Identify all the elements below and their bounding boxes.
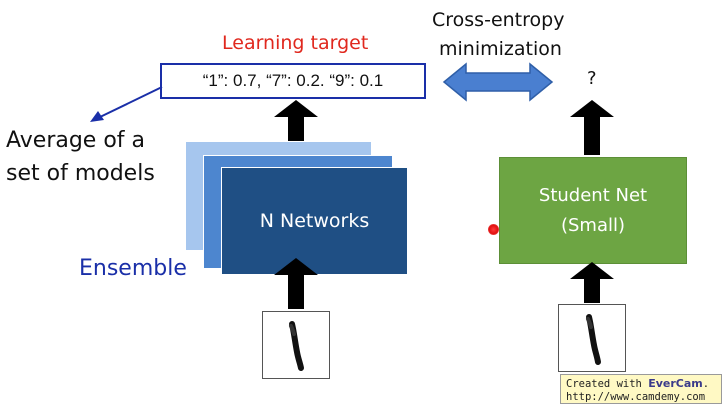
laser-pointer-icon	[488, 224, 499, 235]
average-of-models-label: Average of a set of models	[6, 124, 155, 190]
up-arrow-icon	[274, 258, 318, 309]
cross-entropy-line-2: minimization	[439, 38, 562, 60]
networks-label: N Networks	[259, 210, 370, 232]
learning-target-box: “1”: 0.7, “7”: 0.2. “9”: 0.1	[160, 63, 426, 99]
pointer-arrowhead-icon	[90, 111, 104, 122]
average-line-2: set of models	[6, 161, 155, 186]
up-arrow-icon	[570, 262, 614, 303]
learning-target-label: Learning target	[222, 32, 369, 54]
digit-one-glyph	[586, 314, 601, 365]
up-arrow-icon	[274, 100, 318, 141]
cross-entropy-label: Cross-entropy minimization	[432, 6, 582, 64]
student-input-digit-image	[558, 304, 626, 372]
student-net-line-2: (Small)	[560, 214, 626, 236]
double-arrow-icon	[442, 62, 554, 102]
up-arrow-icon	[570, 100, 614, 155]
student-net-line-1: Student Net	[538, 184, 648, 206]
ensemble-input-digit-image	[262, 311, 330, 379]
watermark-line-1: Created with EverCam.	[566, 377, 716, 391]
digit-one-glyph	[289, 321, 304, 371]
watermark-brand: EverCam	[648, 377, 703, 390]
learning-target-value: “1”: 0.7, “7”: 0.2. “9”: 0.1	[202, 71, 384, 90]
watermark-suffix: .	[702, 378, 710, 390]
watermark-url: http://www.camdemy.com	[566, 391, 706, 403]
cross-entropy-line-1: Cross-entropy	[432, 9, 565, 31]
student-output-label: ?	[587, 68, 597, 89]
evercam-watermark: Created with EverCam. http://www.camdemy…	[560, 374, 722, 404]
ensemble-label: Ensemble	[79, 256, 187, 281]
watermark-prefix: Created with	[566, 378, 649, 390]
average-line-1: Average of a	[6, 128, 146, 153]
pointer-arrow-line	[99, 86, 163, 118]
ensemble-network-front: N Networks	[221, 167, 408, 275]
